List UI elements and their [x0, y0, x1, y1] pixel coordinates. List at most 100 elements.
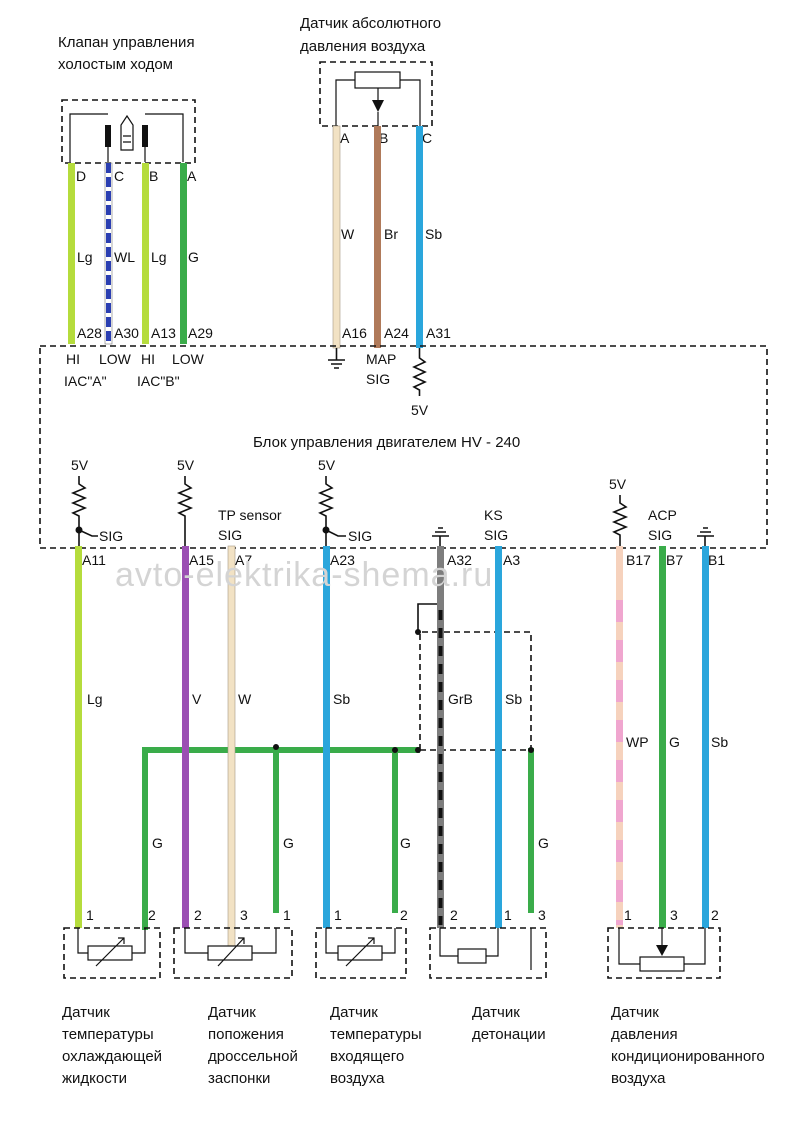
ecu-label-map: MAP — [366, 351, 396, 367]
resistor-icon-a15 — [176, 476, 194, 546]
code-a32: GrB — [448, 691, 473, 707]
caption1-line4: жидкости — [62, 1070, 127, 1087]
sensor2-pin-3: 3 — [240, 907, 248, 923]
sensor4-pin-2: 2 — [450, 907, 458, 923]
code-g2: G — [283, 835, 294, 851]
caption3-line4: воздуха — [330, 1070, 385, 1087]
ecu-label-acp: ACP — [648, 507, 677, 523]
code-a7: W — [238, 691, 252, 707]
sensor3-variable-arrow-icon — [345, 937, 375, 967]
sensor4-pin-1: 1 — [504, 907, 512, 923]
code-map-b: Br — [384, 226, 398, 242]
map-resistor — [354, 71, 401, 89]
sensor3-leads — [325, 928, 396, 954]
wire-b7 — [659, 546, 666, 928]
ecu-label-map-sig: SIG — [366, 371, 390, 387]
code-b1: Sb — [711, 734, 728, 750]
ecu-label-hi-2: HI — [141, 351, 155, 367]
ecu-pin-a3: A3 — [503, 552, 520, 568]
ecu-label-tp-sensor: TP sensor — [218, 507, 282, 523]
caption2-line2: попожения — [208, 1026, 284, 1043]
ecu-label-iac-a: IAC"A" — [64, 373, 107, 389]
map-pin-c: C — [422, 130, 432, 146]
sensor-intake-air-temperature: 1 2 — [315, 907, 408, 979]
ecu-pin-a24: A24 — [384, 325, 409, 341]
caption4-line1: Датчик — [472, 1004, 520, 1021]
caption5-line4: воздуха — [611, 1070, 666, 1087]
ecu-pin-a11: A11 — [82, 552, 106, 568]
caption1-line2: температуры — [62, 1026, 154, 1043]
map-pin-a: A — [340, 130, 350, 146]
sensor3-thermistor — [337, 945, 383, 961]
sensor5-box — [607, 927, 721, 979]
iac-valve: Клапан управления холостым ходом D C B A — [58, 34, 197, 184]
sensor4-box — [429, 927, 547, 979]
code-b17: WP — [626, 734, 649, 750]
sensor-captions: Датчик температуры охлаждающей жидкости … — [62, 1004, 765, 1087]
ecu-pin-a32: A32 — [447, 552, 472, 568]
wire-iac-a — [180, 163, 187, 344]
sensor2-potentiometer — [207, 945, 253, 961]
sensor5-pin-1: 1 — [624, 907, 632, 923]
junction-bus-iat — [392, 747, 398, 753]
wire-map-a — [332, 125, 341, 349]
sensor3-pin-2: 2 — [400, 907, 408, 923]
ecu-label-sig-a7: SIG — [218, 527, 242, 543]
iac-pin-d: D — [76, 168, 86, 184]
sensor2-variable-arrow-icon — [217, 937, 245, 967]
ecu-label-5v-b17: 5V — [609, 476, 627, 492]
sensor5-pin-2: 2 — [711, 907, 719, 923]
map-sensor: Датчик абсолютного давления воздуха A B … — [300, 15, 441, 146]
code-a11: Lg — [87, 691, 103, 707]
wire-a23 — [323, 546, 330, 928]
ecu-pin-a23: A23 — [330, 552, 355, 568]
caption2-line3: дроссельной — [208, 1048, 298, 1065]
iac-coil-wire-left — [69, 113, 108, 162]
iac-coil-left — [105, 125, 111, 147]
caption5-line1: Датчик — [611, 1004, 659, 1021]
map-pin-b: B — [379, 130, 388, 146]
sensor2-leads — [184, 928, 277, 954]
iac-pin-b: B — [149, 168, 158, 184]
sensor-knock: 2 1 3 — [429, 907, 547, 979]
wire-a3 — [495, 546, 502, 928]
ecu-pin-a28: A28 — [77, 325, 102, 341]
sensor-throttle-position: 2 3 1 — [173, 907, 293, 979]
ecu-pin-b7: B7 — [666, 552, 683, 568]
ecu-pin-a31: A31 — [426, 325, 451, 341]
code-g1: G — [152, 835, 163, 851]
sensor-coolant-temperature: 1 2 — [63, 907, 161, 979]
iac-pin-c: C — [114, 168, 124, 184]
iac-plunger-icon — [120, 114, 134, 151]
sig-lead-a23 — [325, 529, 346, 537]
wire-a11 — [75, 546, 82, 928]
sensor4-leads — [439, 928, 499, 957]
code-a15: V — [192, 691, 202, 707]
caption3-line2: температуры — [330, 1026, 422, 1043]
code-g4: G — [538, 835, 549, 851]
wire-map-b — [374, 126, 381, 348]
code-iac-b: Lg — [151, 249, 167, 265]
sensor5-potentiometer — [639, 956, 685, 972]
ks-shield — [419, 631, 532, 751]
wire-iac-d — [68, 163, 75, 344]
ecu-box — [39, 345, 768, 549]
resistor-icon-b17 — [611, 495, 629, 546]
watermark-text: avto-elektrika-shema.ru — [115, 556, 493, 594]
ecu-label-hi-1: HI — [66, 351, 80, 367]
ground-icon-b1 — [697, 527, 714, 546]
wire-a15 — [182, 546, 189, 928]
caption4-line2: детонации — [472, 1026, 546, 1043]
sensor4-pin-3: 3 — [538, 907, 546, 923]
junction-shield-left — [415, 629, 421, 635]
ecu-label-acp-sig: SIG — [648, 527, 672, 543]
ecu-block: Блок управления двигателем HV - 240 HI L… — [39, 345, 768, 549]
ecu-label-ks-sig: SIG — [484, 527, 508, 543]
caption1-line3: охлаждающей — [62, 1048, 162, 1065]
caption5-line3: кондиционированного — [611, 1048, 765, 1065]
code-iac-d: Lg — [77, 249, 93, 265]
sensor5-wiper-arrow-icon — [656, 945, 668, 956]
wire-a7 — [227, 545, 236, 947]
iac-plunger-lines — [123, 135, 131, 143]
